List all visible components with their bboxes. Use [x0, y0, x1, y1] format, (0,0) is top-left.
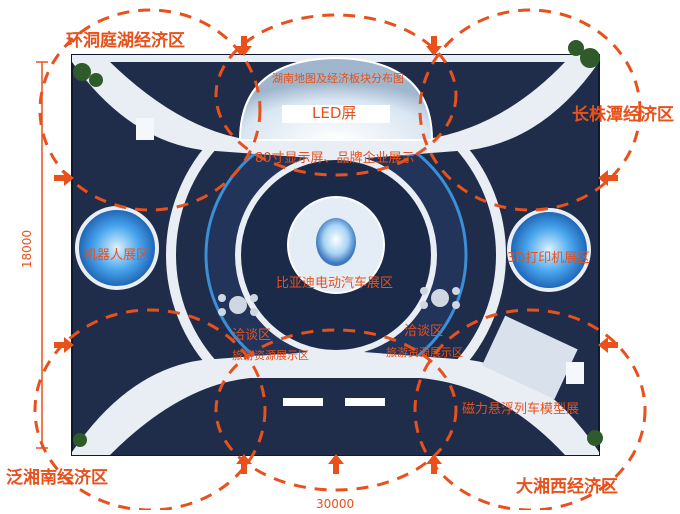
arrow-right-1 — [598, 170, 618, 186]
arrow-top-2 — [426, 36, 442, 56]
bottom-screen-left — [283, 398, 323, 406]
robot-label: 机器人展区 — [84, 248, 150, 263]
side-screen-right — [566, 362, 584, 384]
tour-label-right: 旅游资源展示区 — [386, 346, 463, 359]
byd-label: 比亚迪电动汽车展区 — [276, 276, 394, 291]
printer-pod — [507, 208, 591, 292]
arrow-bottom-1 — [236, 454, 252, 474]
dimension-lines — [36, 61, 48, 449]
zone-label-top-left: 环洞庭湖经济区 — [66, 31, 185, 51]
width-dimension: 30000 — [316, 497, 355, 511]
talk-tables-right — [420, 287, 460, 309]
entrance-arrows — [54, 36, 618, 474]
zone-circle-center-bottom — [214, 328, 458, 492]
zone-label-bottom-left: 泛湘南经济区 — [6, 468, 108, 488]
arrow-left-1 — [54, 170, 74, 186]
tour-label-left: 旅游资源展示区 — [232, 349, 309, 362]
zone-circle-center-top — [214, 13, 458, 177]
bottom-screen-right — [345, 398, 385, 406]
led-screen — [282, 105, 390, 123]
height-dimension: 18000 — [20, 229, 35, 269]
talk-label-right: 洽谈区 — [404, 324, 444, 339]
arrow-bottom-2 — [328, 454, 344, 474]
map-board-label: 湖南地图及经济板块分布图 — [272, 72, 404, 85]
zone-label-top-right: 长株潭经济区 — [572, 105, 674, 125]
arrow-bottom-3 — [426, 454, 442, 474]
arrow-left-2 — [54, 337, 74, 353]
zone-circle-top-right — [418, 8, 642, 212]
zone-circle-top-left — [38, 8, 262, 212]
talk-tables-left — [218, 294, 258, 316]
arrow-top-1 — [236, 36, 252, 56]
zone-label-bottom-right: 大湘西经济区 — [516, 477, 618, 497]
maglev-platform — [481, 315, 578, 400]
side-screen-left — [136, 118, 154, 140]
maglev-label: 磁力悬浮列车模型展 — [462, 402, 580, 417]
printer-label: 3D打印机展区 — [507, 251, 591, 266]
corner-trees — [73, 40, 603, 447]
car-model — [316, 218, 356, 266]
display-label: 80寸显示屏、品牌企业展示 — [255, 151, 415, 166]
talk-label-left: 洽谈区 — [232, 328, 272, 343]
robot-pod — [75, 206, 159, 290]
led-label: LED屏 — [312, 104, 357, 122]
arrow-right-2 — [598, 337, 618, 353]
